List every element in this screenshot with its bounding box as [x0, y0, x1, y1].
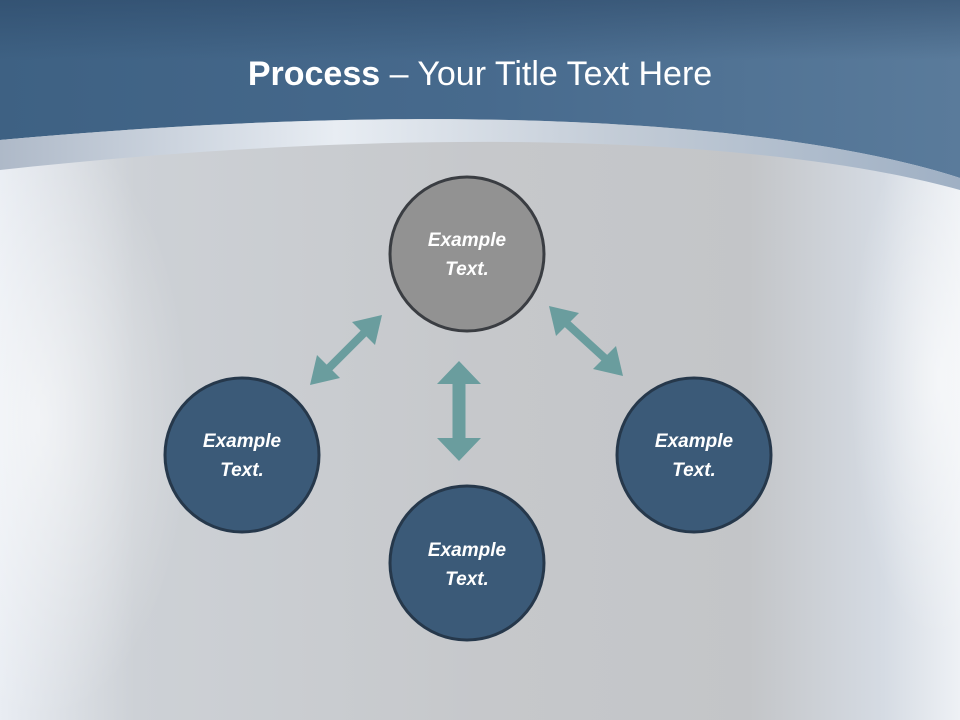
- header-shade: [0, 0, 960, 60]
- node-label-line1: Example: [203, 431, 282, 452]
- process-node-right: Example Text.: [615, 376, 773, 534]
- header-swoosh: [0, 119, 960, 190]
- process-node-left: Example Text.: [163, 376, 321, 534]
- background-glow: [850, 120, 960, 640]
- double-arrow-vertical: [437, 361, 481, 461]
- title-bold: Process: [247, 55, 381, 93]
- node-label-line2: Text.: [445, 569, 489, 590]
- node-label-line2: Text.: [445, 259, 489, 280]
- node-label-line2: Text.: [220, 460, 264, 481]
- double-arrow-top-left: [310, 315, 382, 385]
- process-node-top: Example Text.: [388, 175, 546, 333]
- node-label-line2: Text.: [672, 460, 716, 481]
- slide-title: Process – Your Title Text Here: [0, 52, 960, 96]
- background-glow: [0, 120, 190, 720]
- double-arrow-top-right: [549, 306, 623, 376]
- node-label-line1: Example: [428, 540, 507, 561]
- title-rest: Your Title Text Here: [417, 55, 713, 93]
- process-node-bottom: Example Text.: [388, 484, 546, 642]
- node-label-line1: Example: [655, 431, 734, 452]
- node-label-line1: Example: [428, 230, 507, 251]
- title-separator: –: [380, 55, 418, 93]
